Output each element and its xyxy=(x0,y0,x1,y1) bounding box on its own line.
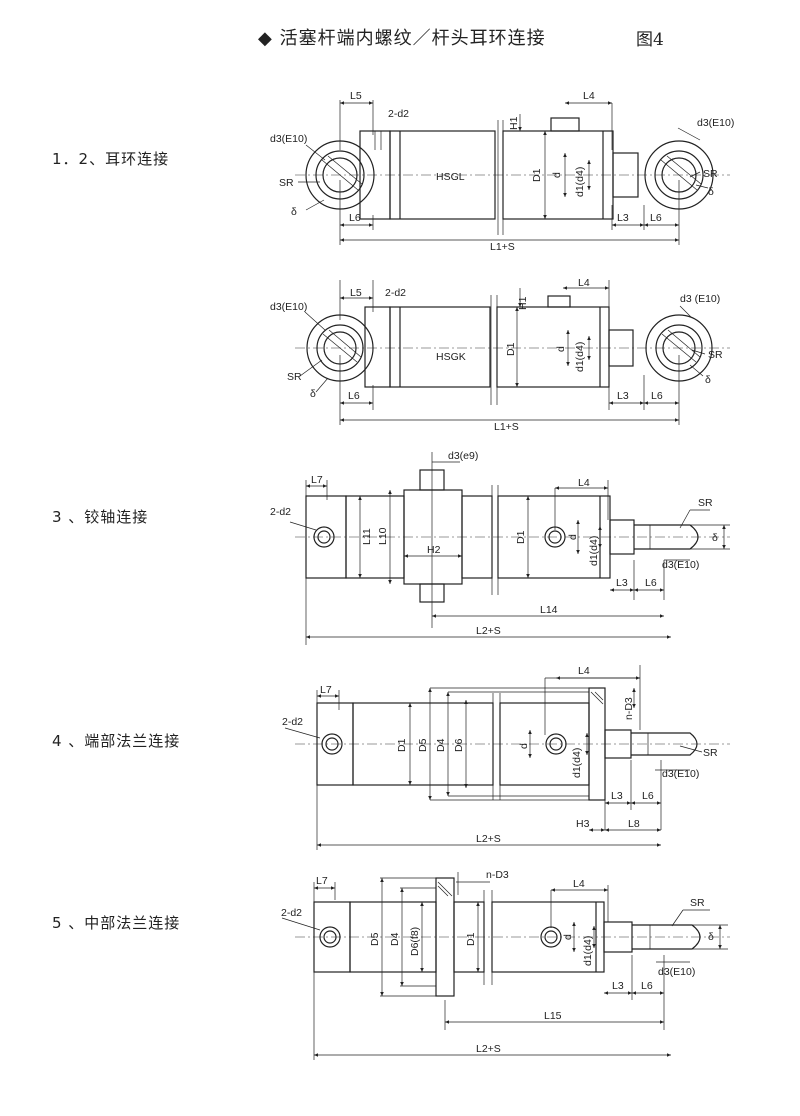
cylinder-drawing-hsgl xyxy=(295,100,730,245)
dim-d3-e9: d3(e9) xyxy=(448,450,478,462)
dim-n-d3-middle-flange: n-D3 xyxy=(486,869,509,881)
dim-delta-trunnion: δ xyxy=(712,532,718,544)
dim-l6-middle-flange: L6 xyxy=(641,980,653,992)
dim-d1-trunnion: D1 xyxy=(515,530,527,544)
dim-l6-left-hsgk: L6 xyxy=(348,390,360,402)
dim-d3-right-hsgk: d3 (E10) xyxy=(680,293,720,305)
dim-total-length-end-flange: L2+S xyxy=(476,833,501,845)
dim-sr-left: SR xyxy=(279,177,294,189)
section-label-ear-ring: 1．2、耳环连接 xyxy=(52,150,170,168)
dim-l5-hsgk: L5 xyxy=(350,287,362,299)
dim-2-d2-trunnion: 2-d2 xyxy=(270,506,291,518)
dim-l3-hsgk: L3 xyxy=(617,390,629,402)
dim-l10: L10 xyxy=(377,527,389,545)
cylinder-drawing-middle-flange xyxy=(281,872,730,1060)
dim-sr-end-flange: SR xyxy=(703,747,718,759)
figure-number: 图4 xyxy=(636,30,664,50)
dim-d3-end-flange: d3(E10) xyxy=(662,768,699,780)
section-label-end-flange: 4 、端部法兰连接 xyxy=(52,732,181,750)
dim-d-end-flange: d xyxy=(518,743,530,749)
dim-l4-hsgk: L4 xyxy=(578,277,590,289)
page-title: ◆ 活塞杆端内螺纹／杆头耳环连接 xyxy=(258,28,546,49)
dim-sr-right-hsgk: SR xyxy=(708,349,723,361)
dim-d5-middle-flange: D5 xyxy=(369,932,381,946)
dim-d3-right: d3(E10) xyxy=(697,117,734,129)
dim-2-d2-middle-flange: 2-d2 xyxy=(281,907,302,919)
dim-total-length: L1+S xyxy=(490,241,515,253)
dim-d-trunnion: d xyxy=(567,534,579,540)
dim-d5-end-flange: D5 xyxy=(417,738,429,752)
dim-delta-left: δ xyxy=(291,206,297,218)
dim-delta-left-hsgk: δ xyxy=(310,388,316,400)
dim-d3-left-hsgk: d3(E10) xyxy=(270,301,307,313)
dim-delta-middle-flange: δ xyxy=(708,931,714,943)
dim-l7-middle-flange: L7 xyxy=(316,875,328,887)
dim-l6-right: L6 xyxy=(650,212,662,224)
dim-l6-end-flange: L6 xyxy=(642,790,654,802)
dim-d1-middle-flange: D1 xyxy=(465,932,477,946)
dim-l5: L5 xyxy=(350,90,362,102)
dim-l3-end-flange: L3 xyxy=(611,790,623,802)
dim-l4-end-flange: L4 xyxy=(578,665,590,677)
dim-l14: L14 xyxy=(540,604,558,616)
dim-d1-d4: d1(d4) xyxy=(574,167,586,197)
dim-l6-right-hsgk: L6 xyxy=(651,390,663,402)
model-label-hsgl: HSGL xyxy=(436,171,465,183)
dim-d1-d4-middle-flange: d1(d4) xyxy=(582,936,594,966)
dim-d3-middle-flange: d3(E10) xyxy=(658,966,695,978)
dim-l15: L15 xyxy=(544,1010,562,1022)
dim-d6-f8-middle-flange: D6(f8) xyxy=(409,927,421,956)
dim-delta-right-hsgk: δ xyxy=(705,374,711,386)
dim-sr-trunnion: SR xyxy=(698,497,713,509)
dim-delta-right: δ xyxy=(708,186,714,198)
dim-h1-hsgk: H1 xyxy=(517,296,529,310)
dim-l4-middle-flange: L4 xyxy=(573,878,585,890)
dim-d3-left: d3(E10) xyxy=(270,133,307,145)
dim-2-d2-hsgk: 2-d2 xyxy=(385,287,406,299)
section-label-trunnion: 3 、铰轴连接 xyxy=(52,508,149,526)
dim-l3-middle-flange: L3 xyxy=(612,980,624,992)
dim-d6-end-flange: D6 xyxy=(453,738,465,752)
dim-l3: L3 xyxy=(617,212,629,224)
dim-d1: D1 xyxy=(531,168,543,182)
cylinder-drawing-hsgk xyxy=(295,280,730,425)
dim-2-d2: 2-d2 xyxy=(388,108,409,120)
dim-l11: L11 xyxy=(361,528,373,545)
dim-l6-left: L6 xyxy=(349,212,361,224)
dim-sr-left-hsgk: SR xyxy=(287,371,302,383)
dim-l4-trunnion: L4 xyxy=(578,477,590,489)
dim-d4-middle-flange: D4 xyxy=(389,932,401,946)
dim-d1-end-flange: D1 xyxy=(396,738,408,752)
dim-d-hsgk: d xyxy=(555,346,567,352)
dim-l7-trunnion: L7 xyxy=(311,474,323,486)
dim-l3-trunnion: L3 xyxy=(616,577,628,589)
dim-total-length-hsgk: L1+S xyxy=(494,421,519,433)
dim-l6-trunnion: L6 xyxy=(645,577,657,589)
dim-d-middle-flange: d xyxy=(562,934,574,940)
dim-d1-d4-end-flange: d1(d4) xyxy=(571,748,583,778)
dim-d3-trunnion: d3(E10) xyxy=(662,559,699,571)
dim-d: d xyxy=(551,172,563,178)
cylinder-drawing-end-flange xyxy=(284,665,730,850)
dim-total-length-trunnion: L2+S xyxy=(476,625,501,637)
dim-h3: H3 xyxy=(576,818,590,830)
dim-n-d3-end-flange: n-D3 xyxy=(623,697,635,720)
dim-d1-d4-hsgk: d1(d4) xyxy=(574,342,586,372)
dim-total-length-middle-flange: L2+S xyxy=(476,1043,501,1055)
dim-l8: L8 xyxy=(628,818,640,830)
dim-d4-end-flange: D4 xyxy=(435,738,447,752)
dim-d1-hsgk: D1 xyxy=(505,342,517,356)
dim-2-d2-end-flange: 2-d2 xyxy=(282,716,303,728)
section-label-middle-flange: 5 、中部法兰连接 xyxy=(52,914,181,932)
model-label-hsgk: HSGK xyxy=(436,351,466,363)
dim-sr-middle-flange: SR xyxy=(690,897,705,909)
dim-sr-right: SR xyxy=(703,168,718,180)
dim-l4: L4 xyxy=(583,90,595,102)
dim-h1: H1 xyxy=(508,116,520,130)
dim-d1-d4-trunnion: d1(d4) xyxy=(588,536,600,566)
dim-h2: H2 xyxy=(427,544,441,556)
dim-l7-end-flange: L7 xyxy=(320,684,332,696)
cylinder-drawing-trunnion xyxy=(289,452,730,645)
